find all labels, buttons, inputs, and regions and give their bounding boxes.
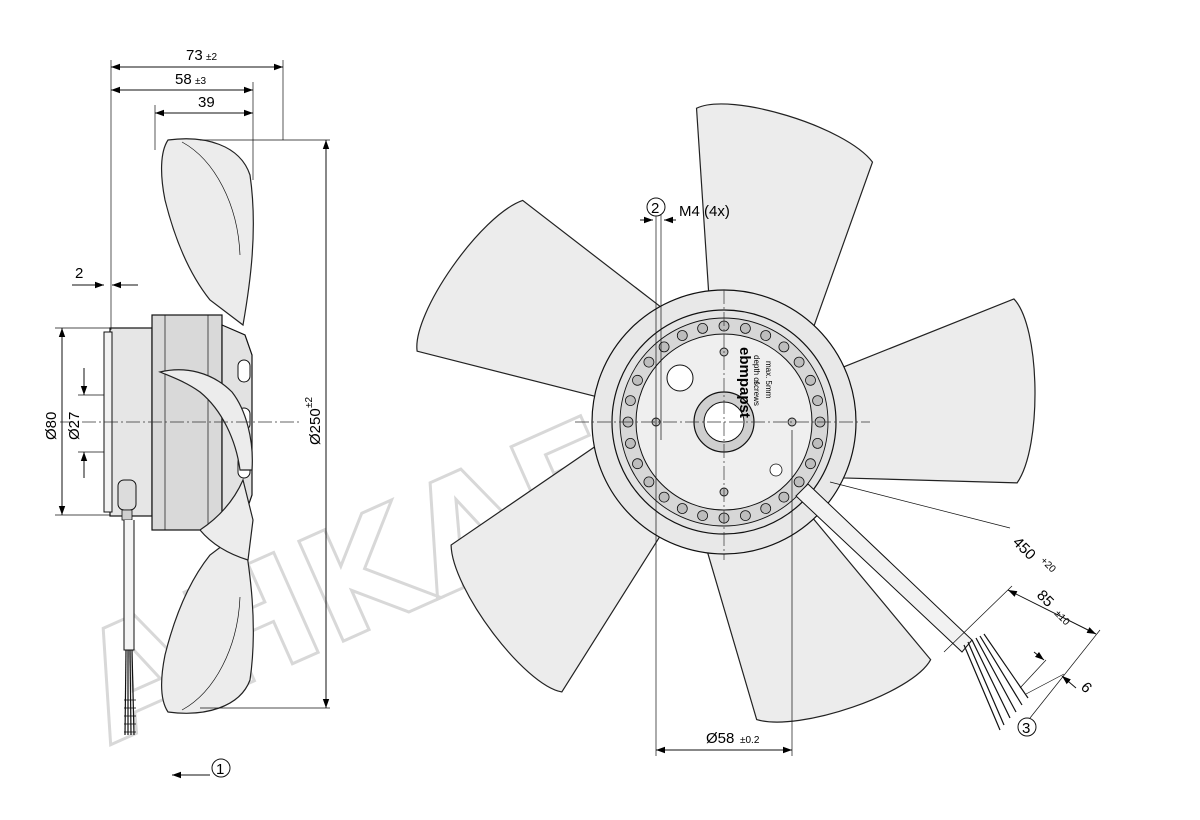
vent-hole bbox=[760, 503, 772, 514]
vent-hole bbox=[793, 476, 805, 488]
svg-text:Ø80: Ø80 bbox=[43, 412, 60, 440]
svg-text:ebmpapst: ebmpapst bbox=[736, 347, 753, 418]
svg-text:85: 85 bbox=[1033, 587, 1057, 611]
svg-text:2: 2 bbox=[651, 200, 659, 217]
vent-hole bbox=[643, 476, 655, 488]
mount-callout: 2 M4 (4x) bbox=[640, 197, 730, 440]
svg-text:±0.2: ±0.2 bbox=[740, 735, 760, 746]
svg-text:M4 (4x): M4 (4x) bbox=[679, 203, 730, 220]
vent-hole bbox=[632, 374, 643, 386]
vent-hole bbox=[658, 491, 670, 503]
svg-text:±2: ±2 bbox=[206, 52, 217, 63]
svg-text:Ø250: Ø250 bbox=[307, 408, 324, 445]
vent-hole bbox=[812, 395, 823, 407]
vent-hole bbox=[625, 437, 636, 449]
fan-blade-icon bbox=[161, 138, 254, 327]
vent-hole bbox=[643, 356, 655, 368]
vent-hole bbox=[740, 510, 751, 521]
vent-hole bbox=[793, 356, 805, 368]
rotor-flange bbox=[151, 314, 223, 531]
vent-hole bbox=[676, 503, 688, 514]
svg-text:±3: ±3 bbox=[195, 76, 206, 87]
vent-hole bbox=[778, 491, 790, 503]
vent-hole bbox=[625, 395, 636, 407]
vent-hole bbox=[760, 330, 772, 341]
airflow-arrow-icon: 1 bbox=[172, 758, 231, 779]
vent-hole bbox=[805, 458, 816, 470]
vent-hole bbox=[740, 322, 751, 334]
svg-text:3: 3 bbox=[1022, 720, 1030, 737]
svg-text:+20: +20 bbox=[1038, 555, 1058, 575]
svg-text:Ø58: Ø58 bbox=[706, 730, 734, 747]
brand-label: ebmpapst depth of screws max. 5mm bbox=[736, 347, 773, 418]
svg-text:2: 2 bbox=[75, 265, 83, 282]
vent-hole bbox=[658, 341, 670, 353]
vent-hole bbox=[697, 322, 708, 334]
cable-gland bbox=[117, 479, 137, 511]
svg-text:±2: ±2 bbox=[304, 397, 315, 408]
svg-text:58: 58 bbox=[175, 71, 192, 88]
svg-text:Ø27: Ø27 bbox=[66, 412, 83, 440]
svg-text:1: 1 bbox=[216, 761, 224, 778]
vent-hole bbox=[778, 341, 790, 353]
cable-icon bbox=[123, 520, 135, 651]
vent-hole bbox=[812, 437, 823, 449]
svg-text:screws: screws bbox=[752, 381, 761, 406]
svg-text:depth of: depth of bbox=[752, 355, 761, 385]
svg-text:73: 73 bbox=[186, 47, 203, 64]
side-view: 73 ±2 58 ±3 39 2 Ø80 Ø27 Ø250 ±2 bbox=[43, 47, 330, 779]
vent-hole bbox=[697, 510, 708, 521]
vent-hole bbox=[805, 374, 816, 386]
svg-text:450: 450 bbox=[1009, 534, 1039, 564]
vent-hole bbox=[676, 330, 688, 341]
svg-text:39: 39 bbox=[198, 94, 215, 111]
svg-text:±10: ±10 bbox=[1052, 608, 1072, 628]
vent-hole bbox=[632, 458, 643, 470]
svg-text:max. 5mm: max. 5mm bbox=[764, 361, 773, 399]
svg-text:6: 6 bbox=[1077, 679, 1095, 697]
